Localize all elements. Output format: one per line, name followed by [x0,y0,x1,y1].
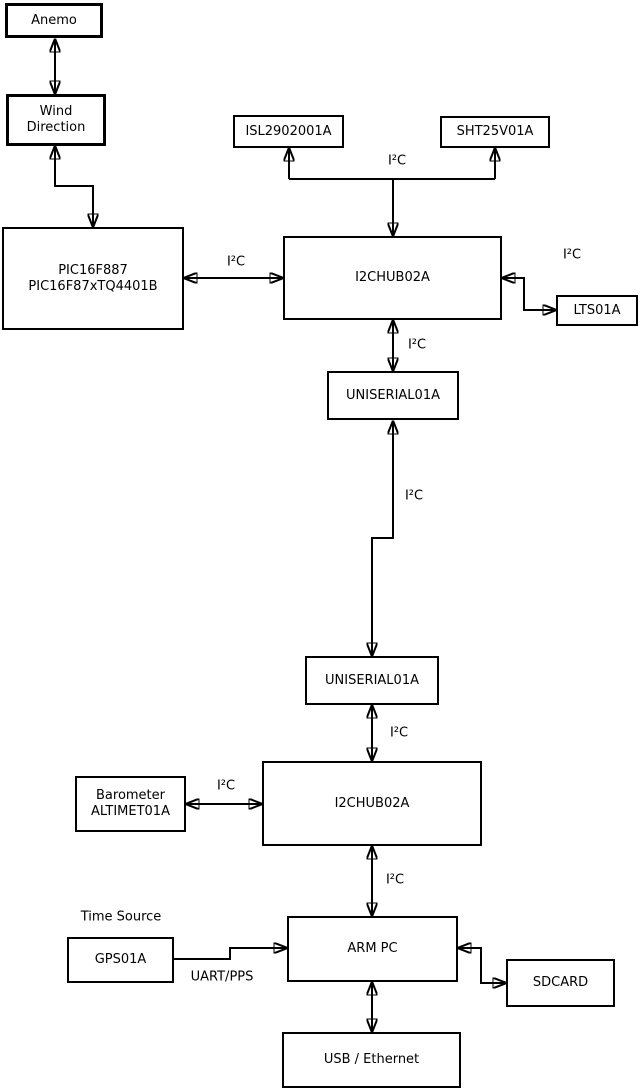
node-uniserial01a-bottom: UNISERIAL01A [305,656,439,705]
node-uniserial01a-top-label: UNISERIAL01A [346,387,440,403]
edge-label-i2c-uniserial-link: I²C [404,488,424,504]
edge-label-i2c-pic-hub1: I²C [226,254,246,270]
node-sht25v01a: SHT25V01A [440,116,550,148]
edge-label-i2c-hub1-uniserial: I²C [407,337,427,353]
node-i2chub02a-bottom-label: I2CHUB02A [334,795,410,811]
node-barometer: Barometer ALTIMET01A [75,776,186,832]
edge-label-i2c-lts: I²C [562,247,582,263]
node-wind-direction-label-line1: Wind [39,104,73,119]
node-usb-ethernet: USB / Ethernet [282,1032,461,1088]
node-sdcard: SDCARD [506,959,615,1007]
node-lts01a-label: LTS01A [573,302,621,318]
node-pic-label-line2: PIC16F87xTQ4401B [28,278,158,294]
edge-label-time-source: Time Source [80,909,162,925]
node-anemo: Anemo [5,3,103,38]
node-arm-pc: ARM PC [287,916,458,982]
connector-armpc-sdcard [458,948,506,983]
edge-label-uart-pps: UART/PPS [190,969,254,985]
node-anemo-label: Anemo [31,12,77,28]
edge-label-i2c-sensors: I²C [387,153,407,169]
node-barometer-label-line2: ALTIMET01A [91,804,170,819]
edge-label-i2c-hub2-arm: I²C [385,872,405,888]
node-lts01a: LTS01A [556,295,638,326]
edge-label-i2c-barometer: I²C [216,778,236,794]
node-gps01a-label: GPS01A [94,952,147,967]
node-gps01a: GPS01A [67,937,174,983]
node-uniserial01a-top: UNISERIAL01A [327,371,459,420]
connector-wind-direction-pic [55,146,93,227]
connector-hub1-lts [502,278,556,310]
node-i2chub02a-bottom: I2CHUB02A [262,761,482,846]
node-usb-ethernet-label: USB / Ethernet [323,1052,420,1067]
node-uniserial01a-bottom-label: UNISERIAL01A [325,672,419,688]
node-sht25v01a-label: SHT25V01A [456,124,534,139]
node-i2chub02a-top: I2CHUB02A [283,236,502,320]
edge-label-i2c-uniserial-hub2: I²C [389,725,409,741]
node-pic: PIC16F887 PIC16F87xTQ4401B [2,227,184,330]
node-wind-direction: Wind Direction [6,94,106,146]
node-arm-pc-label: ARM PC [347,941,398,956]
node-pic-label-line1: PIC16F887 [58,262,128,278]
node-isl2902001a-label: ISL2902001A [245,123,332,139]
connector-uniserial-link [372,421,393,656]
connector-gps-armpc [174,948,287,960]
node-isl2902001a: ISL2902001A [233,115,344,148]
node-barometer-label-line1: Barometer [96,788,165,803]
node-wind-direction-label-line2: Direction [26,120,86,135]
node-sdcard-label: SDCARD [532,975,589,990]
node-i2chub02a-top-label: I2CHUB02A [355,270,430,285]
